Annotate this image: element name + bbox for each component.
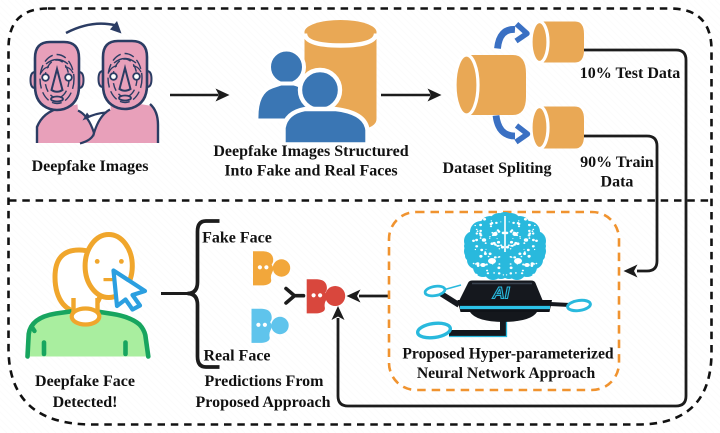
svg-text:Detected!: Detected! bbox=[53, 394, 118, 411]
svg-text:Deepfake Face: Deepfake Face bbox=[35, 373, 135, 390]
svg-text:Predictions From: Predictions From bbox=[205, 373, 325, 390]
svg-text:90% Train: 90% Train bbox=[580, 154, 654, 171]
svg-text:10% Test Data: 10% Test Data bbox=[580, 65, 680, 82]
svg-text:Deepfake Images: Deepfake Images bbox=[32, 158, 149, 175]
svg-text:Fake Face: Fake Face bbox=[202, 230, 272, 247]
svg-text:Neural Network Approach: Neural Network Approach bbox=[417, 365, 596, 382]
svg-text:Deepfake Images Structured: Deepfake Images Structured bbox=[213, 143, 408, 160]
svg-text:Dataset Spliting: Dataset Spliting bbox=[443, 160, 552, 177]
svg-text:Data: Data bbox=[601, 174, 634, 191]
svg-text:Real Face: Real Face bbox=[203, 348, 270, 365]
svg-text:AI: AI bbox=[492, 284, 511, 303]
svg-text:Proposed Approach: Proposed Approach bbox=[196, 394, 331, 411]
svg-text:Into Fake and Real Faces: Into Fake and Real Faces bbox=[224, 163, 397, 180]
svg-text:Proposed Hyper-parameterized: Proposed Hyper-parameterized bbox=[402, 346, 614, 363]
